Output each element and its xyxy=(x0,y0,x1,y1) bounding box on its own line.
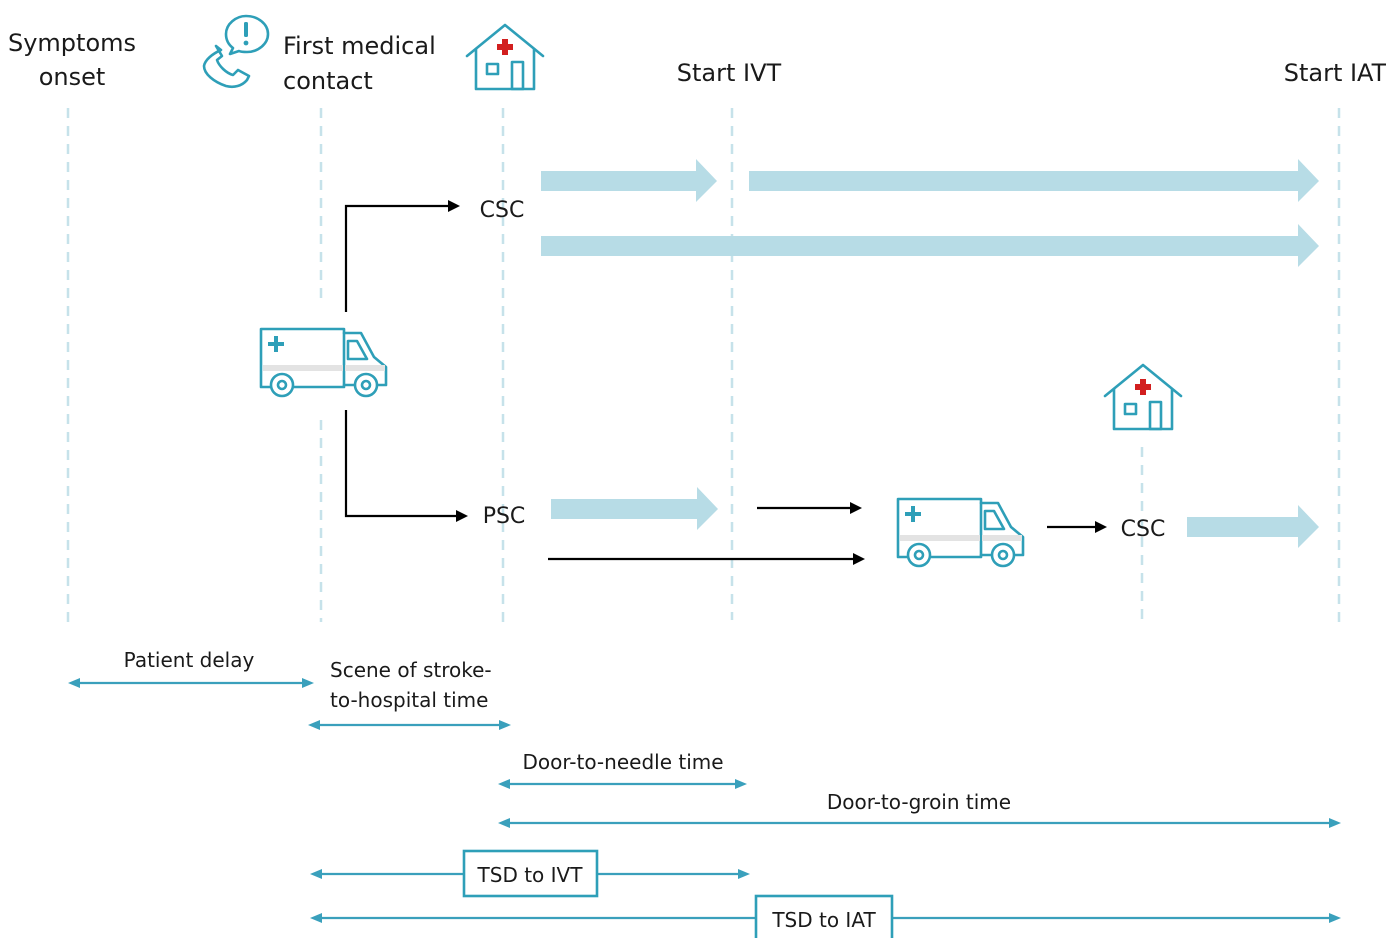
hospital-icon xyxy=(465,23,545,91)
route-to-csc xyxy=(344,204,450,312)
box-tsd-to-ivt xyxy=(462,849,599,898)
hospital-icon xyxy=(1103,363,1183,431)
label-tsd-to-iat: TSD to IAT xyxy=(771,908,876,932)
routing-arrows xyxy=(344,200,1107,565)
label-csc-top: CSC xyxy=(480,198,525,223)
label-patient-delay: Patient delay xyxy=(124,648,255,672)
label-first-contact-line2: contact xyxy=(283,67,373,95)
box-tsd-to-iat xyxy=(754,894,894,938)
label-door-to-needle: Door-to-needle time xyxy=(522,750,723,774)
pathway-csc-to-ivt xyxy=(541,159,717,202)
label-scene-to-hospital-line2: to-hospital time xyxy=(330,688,488,712)
label-csc-bottom: CSC xyxy=(1121,517,1166,542)
label-tsd-to-ivt: TSD to IVT xyxy=(477,863,584,887)
label-start-iat: Start IAT xyxy=(1284,59,1386,87)
label-first-contact-line1: First medical xyxy=(283,32,436,60)
ambulance-icon xyxy=(896,497,1025,568)
label-symptoms-onset-line2: onset xyxy=(39,63,106,91)
interval-dimensions: Patient delay Scene of stroke- to-hospit… xyxy=(68,648,1341,938)
pathway-arrows xyxy=(541,159,1319,548)
label-start-ivt: Start IVT xyxy=(677,59,782,87)
pathway-psc-to-ivt xyxy=(551,487,718,530)
label-symptoms-onset-line1: Symptoms xyxy=(8,29,136,57)
route-to-psc xyxy=(344,410,457,518)
phone-alert-icon xyxy=(202,14,270,89)
pathway-csc-direct-to-iat xyxy=(541,224,1319,267)
pathway-transfer-csc-to-iat xyxy=(1187,505,1319,548)
milestone-guides xyxy=(66,108,1341,622)
ambulance-icon xyxy=(259,327,388,398)
pathway-csc-ivt-to-iat xyxy=(749,159,1319,202)
label-psc: PSC xyxy=(483,504,526,529)
label-door-to-groin: Door-to-groin time xyxy=(827,790,1011,814)
label-scene-to-hospital-line1: Scene of stroke- xyxy=(330,658,492,682)
